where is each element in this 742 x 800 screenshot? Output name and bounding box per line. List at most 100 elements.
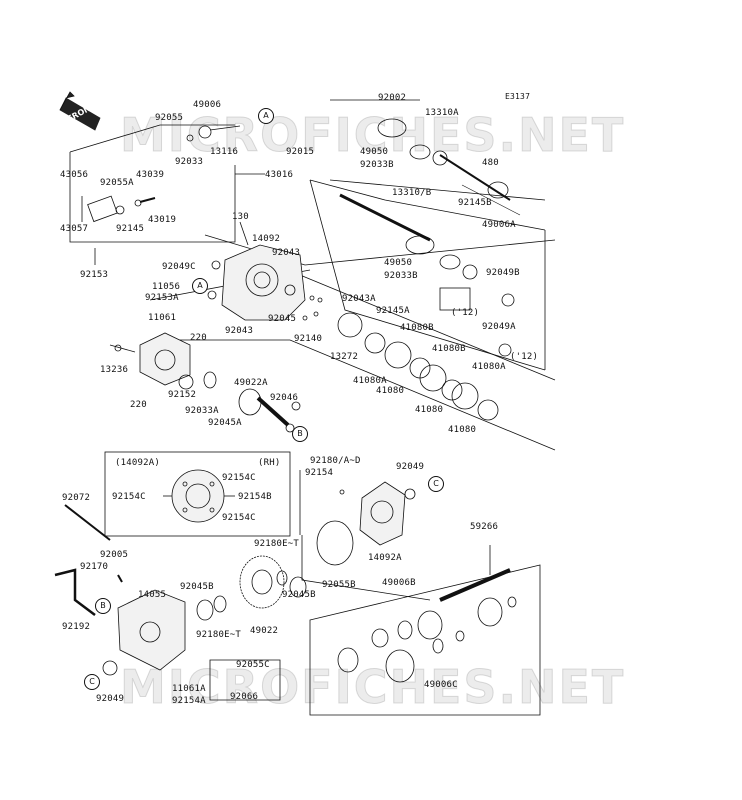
part-92055b: 92055B	[322, 580, 356, 590]
part-92015: 92015	[286, 147, 315, 157]
part-92154c-top: 92154C	[222, 473, 256, 483]
part-92055: 92055	[155, 113, 184, 123]
part-59266: 59266	[470, 522, 499, 532]
part-92140: 92140	[294, 334, 323, 344]
part-92180et-top: 92180E~T	[254, 539, 299, 549]
part-92055a: 92055A	[100, 178, 134, 188]
part-92049a: 92049A	[482, 322, 516, 332]
callout-c-right: C	[428, 476, 444, 492]
note-12-b: ('12)	[510, 352, 539, 362]
watermark-top: MICROFICHES.NET	[119, 108, 626, 163]
frame-line-top-left	[69, 124, 235, 153]
part-92033b-mid: 92033B	[384, 271, 418, 281]
part-92154b: 92154B	[238, 492, 272, 502]
part-92145b: 92145B	[458, 198, 492, 208]
part-92046: 92046	[270, 393, 299, 403]
rh-detail-box	[104, 451, 291, 537]
part-92154c-left: 92154C	[112, 492, 146, 502]
part-92049-right: 92049	[396, 462, 425, 472]
part-11061: 11061	[148, 313, 177, 323]
part-92154a: 92154A	[172, 696, 206, 706]
part-11061a: 11061A	[172, 684, 206, 694]
part-41080a-a: 41080A	[353, 376, 387, 386]
part-92072: 92072	[62, 493, 91, 503]
part-92192: 92192	[62, 622, 91, 632]
part-92045b-left: 92045B	[180, 582, 214, 592]
part-41080b-b: 41080B	[432, 344, 466, 354]
part-220-b: 220	[130, 400, 147, 410]
note-12-a: ('12)	[451, 308, 480, 318]
part-49006c: 49006C	[424, 680, 458, 690]
part-92043-a: 92043	[272, 248, 301, 258]
part-92154c-bottom: 92154C	[222, 513, 256, 523]
box-rh: (RH)	[258, 458, 281, 468]
part-14055: 14055	[138, 590, 167, 600]
part-49022: 49022	[250, 626, 279, 636]
part-92033b-top: 92033B	[360, 160, 394, 170]
part-14092a: 14092A	[368, 553, 402, 563]
part-92049b: 92049B	[486, 268, 520, 278]
part-41080b-a: 41080B	[400, 323, 434, 333]
front-label: FRONT	[65, 101, 97, 124]
part-92045-a: 92045	[268, 314, 297, 324]
part-92170: 92170	[80, 562, 109, 572]
part-14092: 14092	[252, 234, 281, 244]
part-92033a: 92033A	[185, 406, 219, 416]
part-92002: 92002	[378, 93, 407, 103]
part-92145: 92145	[116, 224, 145, 234]
part-13310a: 13310A	[425, 108, 459, 118]
part-41080a: 41080A	[472, 362, 506, 372]
part-13236: 13236	[100, 365, 129, 375]
part-92043-b: 92043	[225, 326, 254, 336]
callout-c-bottom: C	[84, 674, 100, 690]
part-92154: 92154	[305, 468, 334, 478]
part-43019: 43019	[148, 215, 177, 225]
box-title-14092a: (14092A)	[115, 458, 160, 468]
part-92180ad: 92180/A~D	[310, 456, 361, 466]
part-92005: 92005	[100, 550, 129, 560]
part-49006a: 49006A	[482, 220, 516, 230]
part-92180et-bottom: 92180E~T	[196, 630, 241, 640]
part-92043a: 92043A	[342, 294, 376, 304]
part-49006: 49006	[193, 100, 222, 110]
callout-b-pinion: B	[292, 426, 308, 442]
callout-a-top: A	[258, 108, 274, 124]
ring-gear	[239, 555, 285, 609]
gear-case-body	[221, 244, 306, 321]
part-49022a: 49022A	[234, 378, 268, 388]
part-43016: 43016	[265, 170, 294, 180]
part-92153: 92153	[80, 270, 109, 280]
part-41080-b: 41080	[415, 405, 444, 415]
part-92049c: 92049C	[162, 262, 196, 272]
callout-a-case: A	[192, 278, 208, 294]
part-43057: 43057	[60, 224, 89, 234]
diagram-code: E3137	[505, 92, 531, 101]
part-41080-a: 41080	[376, 386, 405, 396]
part-49006b: 49006B	[382, 578, 416, 588]
part-480: 480	[482, 158, 499, 168]
part-130: 130	[232, 212, 249, 222]
part-11056: 11056	[152, 282, 181, 292]
part-92066: 92066	[230, 692, 259, 702]
callout-b-housing: B	[95, 598, 111, 614]
part-220-a: 220	[190, 333, 207, 343]
part-43056: 43056	[60, 170, 89, 180]
part-13310b: 13310/B	[392, 188, 432, 198]
part-92152: 92152	[168, 390, 197, 400]
part-13116: 13116	[210, 147, 239, 157]
part-43039: 43039	[136, 170, 165, 180]
part-13272: 13272	[330, 352, 359, 362]
part-92145a: 92145A	[376, 306, 410, 316]
housing-14055	[117, 589, 186, 671]
part-92045a-cap: 92045A	[208, 418, 242, 428]
part-49050-top: 49050	[360, 147, 389, 157]
part-92033: 92033	[175, 157, 204, 167]
part-92153a: 92153A	[145, 293, 179, 303]
part-92049-bottom: 92049	[96, 694, 125, 704]
part-92055c: 92055C	[236, 660, 270, 670]
part-41080-c: 41080	[448, 425, 477, 435]
part-92045b-right: 92045B	[282, 590, 316, 600]
